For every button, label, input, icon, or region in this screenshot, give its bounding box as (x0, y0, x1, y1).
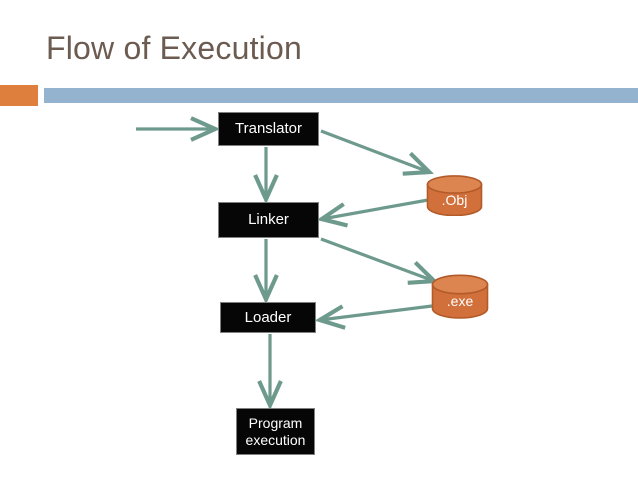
node-linker-label: Linker (248, 211, 289, 228)
node-linker[interactable]: Linker (218, 202, 319, 238)
node-program-execution-label: Program execution (245, 414, 306, 448)
node-loader-label: Loader (244, 308, 292, 326)
node-loader[interactable]: Loader (220, 302, 316, 333)
edge-exe-to-loader (320, 304, 433, 320)
edge-obj-to-linker (322, 198, 429, 219)
node-exe-datastore[interactable]: .exe (431, 274, 489, 319)
edge-translator-to-obj (320, 129, 429, 172)
node-program-execution[interactable]: Program execution (236, 408, 315, 455)
node-obj-datastore[interactable]: .Obj (426, 175, 483, 217)
node-translator[interactable]: Translator (218, 112, 319, 146)
node-translator-label: Translator (235, 120, 302, 137)
cylinder-shape-icon (431, 274, 489, 319)
page-title: Flow of Execution (46, 30, 302, 66)
accent-square-decoration (0, 85, 38, 106)
edge-linker-to-exe (320, 237, 434, 281)
cylinder-shape-icon (426, 175, 483, 217)
accent-bar-decoration (44, 88, 638, 103)
